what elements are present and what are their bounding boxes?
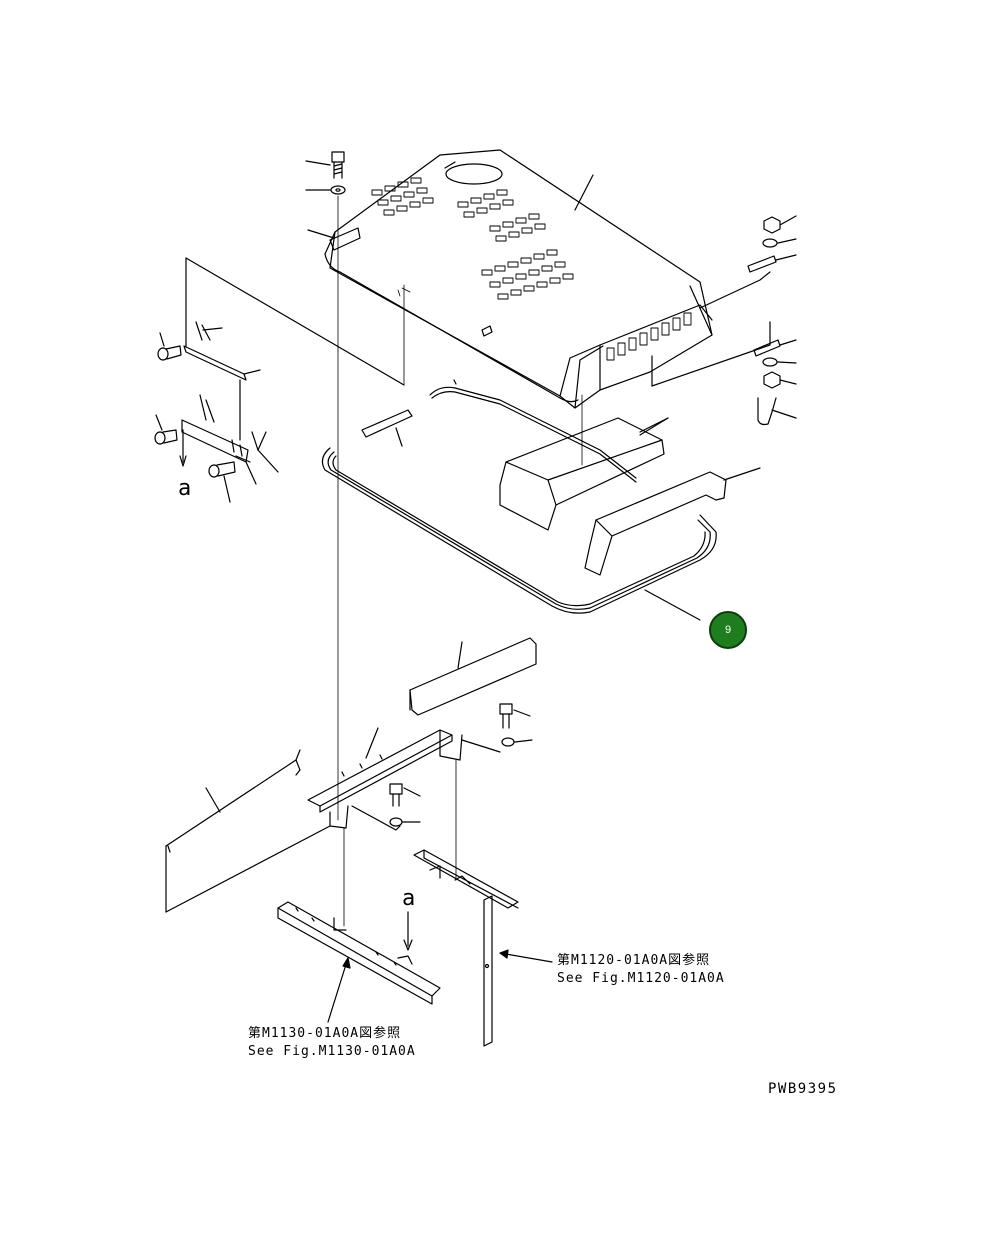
duct-cover-inner [499,417,669,531]
engine-hood-cover [324,149,713,409]
reference-label-right-en: See Fig.M1120-01A0A [557,971,725,986]
bolt-set-lower [389,703,533,827]
bolt-top [331,151,345,179]
callout-number: 9 [724,624,732,636]
frame-rail-left [277,901,441,1005]
side-panel-lower [165,749,331,913]
view-mark-a-upper: a [178,476,192,501]
drawing-number: PWB9395 [768,1081,838,1097]
view-mark-a-lower: a [402,886,416,911]
duct-cover-outer [584,467,761,576]
vent-grille-right [481,249,574,300]
washer-top [330,185,346,195]
seal-strip-small [361,409,413,447]
vent-grille-center [457,189,546,242]
latch-assembly-left [154,257,405,503]
reference-label-right-jp: 第M1120-01A0A図参照 [557,953,711,968]
fastener-set-right [651,215,797,426]
hood-seal-part-9[interactable] [321,386,717,621]
reference-arrow-right [499,952,553,963]
reference-label-left-en: See Fig.M1130-01A0A [248,1044,416,1059]
hinge-bracket-top [329,227,361,251]
access-hole-oval [445,163,503,185]
callout-badge-9[interactable]: 9 [709,611,747,649]
support-frame-lower [307,727,501,831]
reference-label-left-jp: 第M1130-01A0A図参照 [248,1026,402,1041]
mounting-bracket-right [413,849,519,1047]
vent-grille-left [371,177,434,216]
vent-grille-front [606,312,692,361]
reference-arrow-left [327,957,349,1023]
side-panel-upper [409,637,537,716]
